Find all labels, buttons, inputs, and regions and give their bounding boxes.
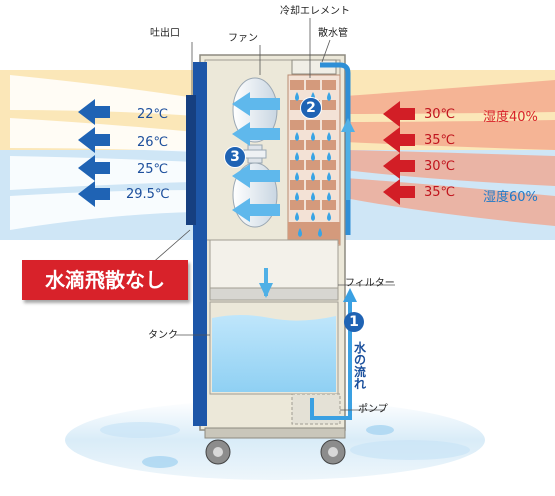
cooling-element-bricks [288, 80, 340, 244]
label-filter: フィルター [345, 278, 395, 289]
label-cooling-element: 冷却エレメント [280, 6, 350, 17]
inlet-temp-2: 35℃ [424, 133, 456, 148]
inlet-temp-4: 35℃ [424, 185, 456, 200]
inlet-temp-3: 30℃ [424, 159, 456, 174]
outlet-temp-2: 26℃ [137, 135, 169, 150]
outlet-grille [186, 95, 196, 225]
inlet-temp-1: 30℃ [424, 107, 456, 122]
outlet-temp-4: 29.5℃ [126, 187, 170, 202]
internal-air-arrows [232, 92, 280, 222]
inlet-arrows [383, 101, 415, 205]
filter [209, 287, 339, 301]
label-fan: ファン [228, 33, 258, 44]
outlet-temp-1: 22℃ [137, 107, 169, 122]
no-splash-callout: 水滴飛散なし [22, 260, 188, 300]
outlet-air-streams [10, 75, 195, 230]
outlet-arrows [78, 99, 110, 207]
step-3-badge: 3 [224, 146, 246, 168]
water-tank [212, 315, 336, 392]
sprinkler-pipe [320, 62, 351, 235]
outlet-temp-3: 25℃ [137, 162, 169, 177]
water-drops [295, 92, 331, 237]
humidity-40: 湿度40% [483, 110, 538, 125]
pump-pipe [310, 300, 352, 420]
water-flow-label: 水の流れ [353, 341, 366, 391]
step-2-badge: 2 [300, 97, 322, 119]
humidity-60: 湿度60% [483, 190, 538, 205]
label-tank: タンク [148, 330, 178, 341]
label-pump: ポンプ [358, 404, 388, 415]
label-outlet: 吐出口 [150, 28, 180, 39]
label-sprinkler-pipe: 散水管 [318, 28, 348, 39]
step-1-badge: 1 [344, 312, 364, 332]
